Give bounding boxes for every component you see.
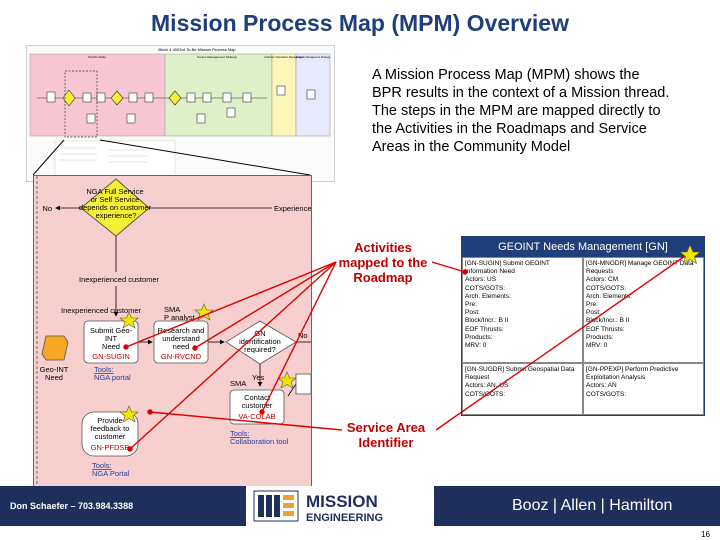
feedback-code: GN-PFDSB <box>91 443 130 452</box>
me-logo-graphic: MISSION ENGINEERING <box>253 490 383 524</box>
mpm-detail-diagram: NGA Full Service or Self Service depends… <box>33 175 312 495</box>
gn-roadmap-table: GEOINT Needs Management [GN] [GN-SUGIN] … <box>461 236 705 416</box>
submit-code: GN-SUGIN <box>92 352 130 361</box>
mpm-thumbnail-graphic: Block 4 4003rd To-Be Mission Process Map… <box>29 47 331 178</box>
booz-allen-hamilton-logo: Booz | Allen | Hamilton <box>512 497 673 514</box>
no-label-2: No <box>298 331 308 340</box>
tools3-value: NGA Portal <box>92 469 130 478</box>
gn-cell-mngdr: [GN-MNGDR] Manage GEOINT Data Requests A… <box>583 257 704 363</box>
service-area-callout: Service Area Identifier <box>346 420 426 450</box>
research-code: GN-RVCND <box>161 352 202 361</box>
thumb-col1: NGA/G Risks <box>88 55 106 59</box>
gn-cell-ppexp: [GN-PPEXP] Perform Predictive Exploitati… <box>583 363 704 415</box>
logo-mission-text: MISSION <box>306 492 378 511</box>
description-text: A Mission Process Map (MPM) shows the BP… <box>372 67 670 155</box>
mpm-detail-graphic: NGA Full Service or Self Service depends… <box>36 176 311 494</box>
inexperienced-label-2: Inexperienced customer <box>61 306 142 315</box>
tools2-value: Collaboration tool <box>230 437 289 446</box>
gn-cell-sugin: [GN-SUGIN] Submit GEOINT Information Nee… <box>462 257 583 363</box>
gn-cell-sugdr: [GN-SUGDR] Submit Geospatial Data Reques… <box>462 363 583 415</box>
gn-table-header: GEOINT Needs Management [GN] <box>462 237 704 257</box>
thumb-col4: Imagery Management Strategy <box>296 56 331 59</box>
contact-code: VA-COLAB <box>238 412 275 421</box>
star-icon <box>277 371 297 389</box>
geoint-need-icon <box>41 335 69 361</box>
tools3-label: Tools: <box>92 461 112 470</box>
experience-label: Experience <box>274 204 311 213</box>
no-label: No <box>42 204 52 213</box>
page-number: 16 <box>701 530 710 539</box>
mpm-thumbnail: Block 4 4003rd To-Be Mission Process Map… <box>26 45 335 182</box>
thumb-col2: Source Management Strategy <box>197 55 237 59</box>
inexperienced-label-1: Inexperienced customer <box>79 275 160 284</box>
tools1-value: NGA portal <box>94 373 131 382</box>
thumb-col3: Collection Operations Management <box>264 56 303 59</box>
mission-engineering-logo: MISSION ENGINEERING <box>246 486 434 526</box>
star-icon <box>194 303 214 321</box>
page-title: Mission Process Map (MPM) Overview <box>151 10 569 36</box>
sma-label: SMA <box>230 379 246 388</box>
thumb-heading: Block 4 4003rd To-Be Mission Process Map <box>158 47 236 52</box>
presenter-name: Don Schaefer – 703.984.3388 <box>10 501 134 511</box>
activities-callout: Activities mapped to the Roadmap <box>338 240 428 285</box>
yes-label: Yes <box>252 373 264 382</box>
tools1-label: Tools: <box>94 365 114 374</box>
logo-engineering-text: ENGINEERING <box>306 512 383 524</box>
decision-service-type-text: NGA Full Service or Self Service depends… <box>79 187 153 220</box>
